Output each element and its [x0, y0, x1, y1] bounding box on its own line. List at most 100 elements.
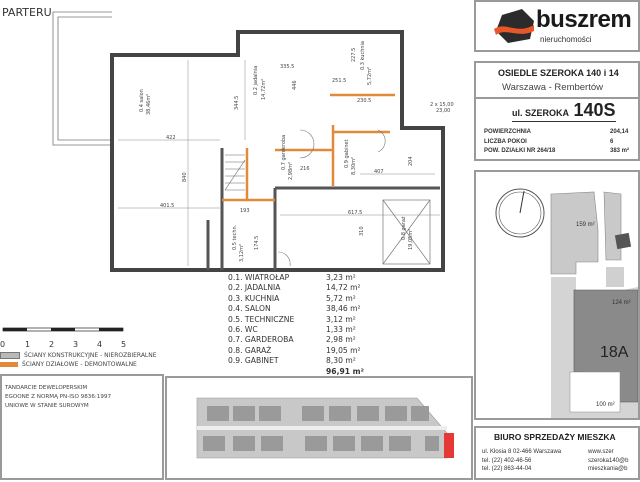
room-label-jadalnia: 0.2 jadalnia [253, 66, 259, 95]
room-area: 8,30 m² [326, 356, 356, 366]
estate-site-plan-box [165, 376, 473, 480]
room-area: 1,33 m² [326, 325, 356, 335]
site-area-label: 100 m² [596, 402, 615, 408]
notes-box: TANDARCIE DEWELOPERSKIM EGOONE Z NORMĄ P… [0, 374, 164, 480]
note-line: TANDARCIE DEWELOPERSKIM [5, 385, 88, 391]
office-title: BIURO SPRZEDAŻY MIESZKA [494, 432, 616, 442]
spec-value: 383 m² [610, 148, 630, 154]
room-row: 0.5. TECHNICZNE 3,12 m² [228, 315, 376, 325]
estate-box: OSIEDLE SZEROKA 140 i 14 Warszawa - Remb… [474, 61, 640, 99]
room-name: 0.1. WIATROŁAP [228, 273, 290, 282]
room-area: 3,12 m² [326, 314, 356, 324]
room-total-row: 96,91 m² [228, 367, 376, 377]
dimension: 193 [240, 208, 250, 214]
unit-spec-values: 204,14 6 383 m² [610, 128, 629, 157]
dimension: 422 [166, 135, 176, 141]
dimension: 840 [182, 172, 188, 182]
room-list: 0.1. WIATROŁAP 3,23 m² 0.2. JADALNIA 14,72… [228, 273, 376, 377]
dimension: 216 [300, 166, 310, 172]
rooms-total: 96,91 m² [326, 366, 364, 376]
dimension: 401.5 [160, 203, 174, 209]
estate-title: OSIEDLE SZEROKA 140 i 14 [498, 68, 619, 78]
highlighted-lot [444, 433, 454, 458]
unit-street: ul. SZEROKA [512, 108, 570, 118]
room-label-techniczne: 0.5 techn. [232, 224, 238, 250]
terrace-outline [52, 11, 112, 146]
scale-label: 3 [73, 340, 79, 349]
room-area-garaz: 19,05m² [408, 229, 414, 250]
spec-label: POWIERZCHNIA [484, 129, 531, 135]
room-area: 2,98 m² [326, 335, 356, 345]
legend-label: ŚCIANY KONSTRUKCYJNE - NIEROZBIERALNE [24, 352, 157, 359]
room-row: 0.1. WIATROŁAP 3,23 m² [228, 273, 376, 283]
structural-swatch [0, 352, 20, 359]
unit-address: ul. SZEROKA 140S [512, 100, 616, 122]
dimension: 227.5 [351, 48, 357, 62]
notes: TANDARCIE DEWELOPERSKIM EGOONE Z NORMĄ P… [5, 384, 111, 411]
office-online: www.szer szeroka140@b mieszkania@b [588, 448, 628, 474]
dimension: 344.5 [234, 96, 240, 110]
room-area-gabinet: 8,30m² [351, 157, 357, 175]
dimension: 407 [374, 169, 384, 175]
room-area: 5,72 m² [326, 293, 356, 303]
sales-office-box: BIURO SPRZEDAŻY MIESZKA ul. Kłosia 8 02-… [474, 426, 640, 480]
scale-bar [2, 327, 124, 332]
spec-label: LICZBA POKOI [484, 138, 527, 145]
dimension: 204 [408, 156, 414, 166]
dimension: 446 [292, 80, 298, 90]
room-area: 14,72 m² [326, 283, 361, 293]
legend-item-structural: ŚCIANY KONSTRUKCYJNE - NIEROZBIERALNE [0, 351, 157, 360]
scale-label: 1 [25, 340, 31, 349]
office-website-link[interactable]: www.szer [588, 449, 614, 455]
brand-tagline: nieruchomości [540, 35, 592, 44]
office-email-link[interactable]: szeroka140@b [588, 457, 629, 464]
dimension: 310 [359, 226, 365, 236]
note-line: UNIOWE W STANIE SUROWYM [5, 403, 89, 409]
room-label-salon: 0.4 salon [139, 89, 145, 112]
room-area-garderoba: 2,98m² [288, 162, 294, 180]
room-row: 0.2. JADALNIA 14,72 m² [228, 283, 376, 293]
scale-label: 5 [121, 340, 127, 349]
site-plan-box: 159 m² 124 m² 100 m² 18A [474, 170, 640, 420]
room-label-gabinet: 0.9 gabinet [344, 139, 350, 168]
room-row: 0.9. GABINET 8,30 m² [228, 356, 376, 366]
scale-label: 0 [0, 340, 6, 349]
room-area: 38,46 m² [326, 304, 361, 314]
dimension: 617.5 [348, 210, 362, 216]
office-email-link[interactable]: mieszkania@b [588, 466, 628, 472]
dimension: 230.5 [357, 98, 371, 104]
room-area: 3,23 m² [326, 273, 356, 282]
site-plan: 159 m² 124 m² 100 m² 18A [495, 188, 639, 418]
brand-logo-icon [494, 9, 534, 43]
room-name: 0.9. GABINET [228, 356, 279, 366]
estate-site-plan [196, 397, 454, 459]
note-line: EGOONE Z NORMĄ PN-ISO 9836:1997 [5, 394, 111, 400]
partition-walls [222, 93, 395, 202]
room-row: 0.7. GARDEROBA 2,98 m² [228, 335, 376, 345]
partition-swatch [0, 362, 18, 367]
logo-box: buszrem nieruchomości [474, 0, 640, 52]
room-name: 0.6. WC [228, 325, 258, 335]
dimension-lines [118, 60, 440, 266]
plan-title: PARTERU [2, 6, 52, 19]
floor-plan: 0.4 salon 38,46m² 0.2 jadalnia 14,72m² 0… [2, 11, 454, 332]
unit-specs: POWIERZCHNIA LICZBA POKOI POW. DZIAŁKI N… [484, 128, 555, 157]
room-name: 0.5. TECHNICZNE [228, 314, 295, 324]
room-label-garaz: 0.8 garaż [401, 216, 407, 240]
room-name: 0.7. GARDEROBA [228, 335, 294, 345]
room-row: 0.6. WC 1,33 m² [228, 325, 376, 335]
room-name: 0.8. GARAŻ [228, 345, 272, 355]
interior-walls [206, 148, 440, 270]
window-label: 2 x 15,00 [430, 102, 454, 108]
scale-label: 2 [49, 340, 55, 349]
door-swings [277, 129, 386, 267]
legend: ŚCIANY KONSTRUKCYJNE - NIEROZBIERALNE ŚC… [0, 351, 157, 369]
room-area-salon: 38,46m² [146, 94, 152, 115]
dimension: 174.5 [254, 236, 260, 250]
scale-label: 4 [97, 340, 103, 349]
room-name: 0.2. JADALNIA [228, 283, 281, 293]
room-name: 0.3. KUCHNIA [228, 293, 280, 303]
office-phone: tel. (22) 863-44-04 [482, 466, 532, 472]
room-label-kuchnia: 0.3 kuchnia [360, 41, 366, 70]
